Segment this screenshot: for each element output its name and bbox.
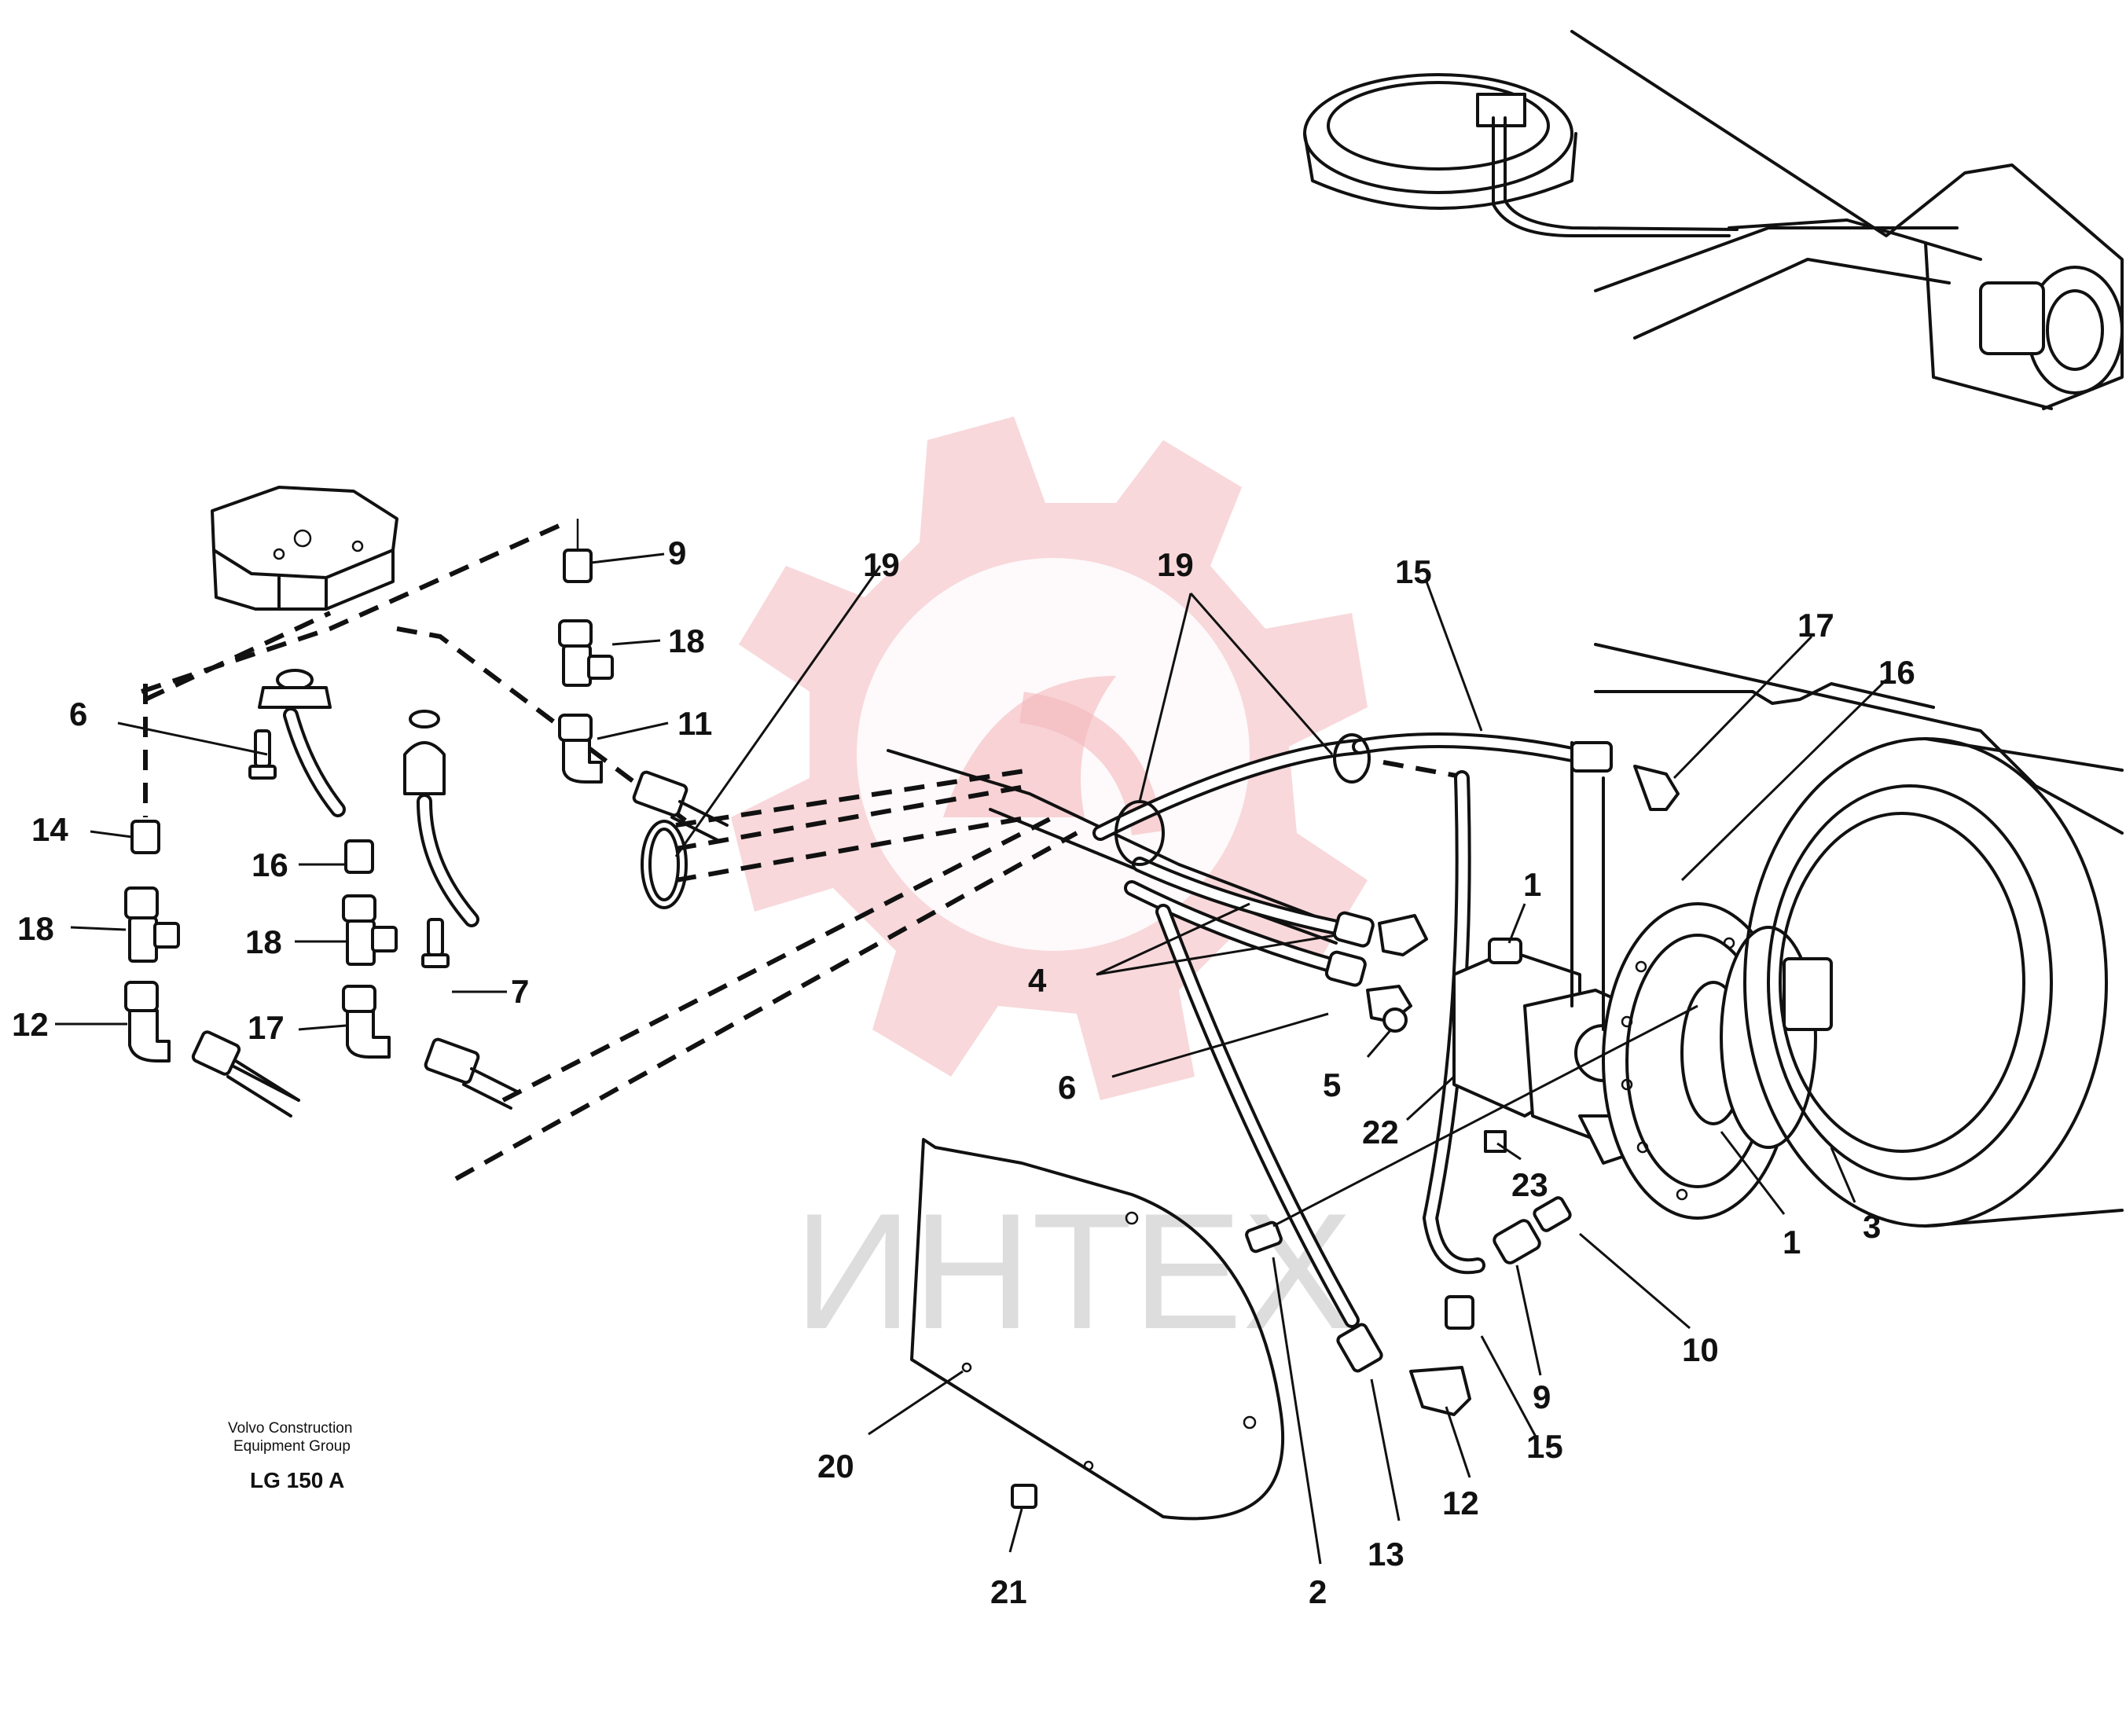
callout-14-left: 14: [31, 811, 68, 848]
hose-bundle: [887, 732, 1680, 1373]
left-fitting-column: [124, 820, 300, 1118]
callout-12-left: 12: [12, 1006, 49, 1043]
hose-clamp-ring: [641, 820, 688, 909]
callout-18-upper: 18: [668, 622, 705, 659]
tank-hoses: [248, 669, 479, 968]
callout-19-left: 19: [863, 546, 900, 583]
caption-company-line2: Equipment Group: [233, 1438, 351, 1455]
callout-5: 5: [1323, 1066, 1341, 1103]
cover-plate: [910, 1138, 1285, 1521]
callout-2: 2: [1309, 1573, 1327, 1610]
dashed-connections: [141, 520, 1471, 1181]
callout-8: 7: [511, 973, 529, 1010]
callout-22: 22: [1362, 1114, 1399, 1151]
leader-lines: [55, 552, 1888, 1565]
callout-16-right: 16: [1878, 654, 1915, 691]
drawing-caption: Volvo Construction Equipment Group LG 15…: [228, 1420, 352, 1492]
callout-7: 6: [69, 696, 87, 732]
callout-17-left: 17: [248, 1009, 285, 1046]
wheel-hub: [1602, 902, 1833, 1220]
caption-company-line1: Volvo Construction: [228, 1420, 352, 1437]
callout-4: 4: [1028, 962, 1047, 999]
middle-fitting-column: [342, 839, 520, 1110]
upper-fitting-column: [558, 519, 729, 842]
callout-10-upper: 9: [668, 534, 686, 571]
callout-1-top: 1: [1523, 866, 1541, 903]
watermark-text: ИНТЕХ: [794, 1179, 1353, 1363]
callout-13: 13: [1368, 1536, 1404, 1573]
callout-20: 20: [817, 1448, 854, 1485]
callout-10-lower: 10: [1682, 1331, 1719, 1368]
callout-1-bottom: 1: [1783, 1224, 1801, 1261]
frame-and-drum: [1570, 643, 2124, 1228]
hydraulic-tank: [211, 486, 398, 611]
callout-12-lower: 12: [1442, 1485, 1479, 1521]
callout-18-left: 18: [17, 910, 54, 947]
callout-6: 6: [1058, 1069, 1076, 1106]
callout-19-right: 19: [1157, 546, 1194, 583]
callout-11: 11: [677, 705, 712, 742]
callout-17-right: 17: [1797, 607, 1834, 644]
machine-overview-illustration: [1303, 30, 2124, 410]
callout-labels: 6 14 18 12 16 18 17 7 9 18 11 19 19 15 1…: [12, 534, 1915, 1610]
callout-3: 3: [1863, 1208, 1881, 1245]
callout-18-middle: 18: [245, 923, 282, 960]
caption-model: LG 150 A: [250, 1468, 344, 1492]
callout-16-left: 16: [252, 846, 288, 883]
callout-23: 23: [1511, 1166, 1548, 1203]
callout-14-lower: 15: [1526, 1428, 1563, 1465]
callout-15: 15: [1395, 553, 1432, 590]
callout-9: 9: [1533, 1378, 1551, 1415]
callout-21: 21: [990, 1573, 1027, 1610]
